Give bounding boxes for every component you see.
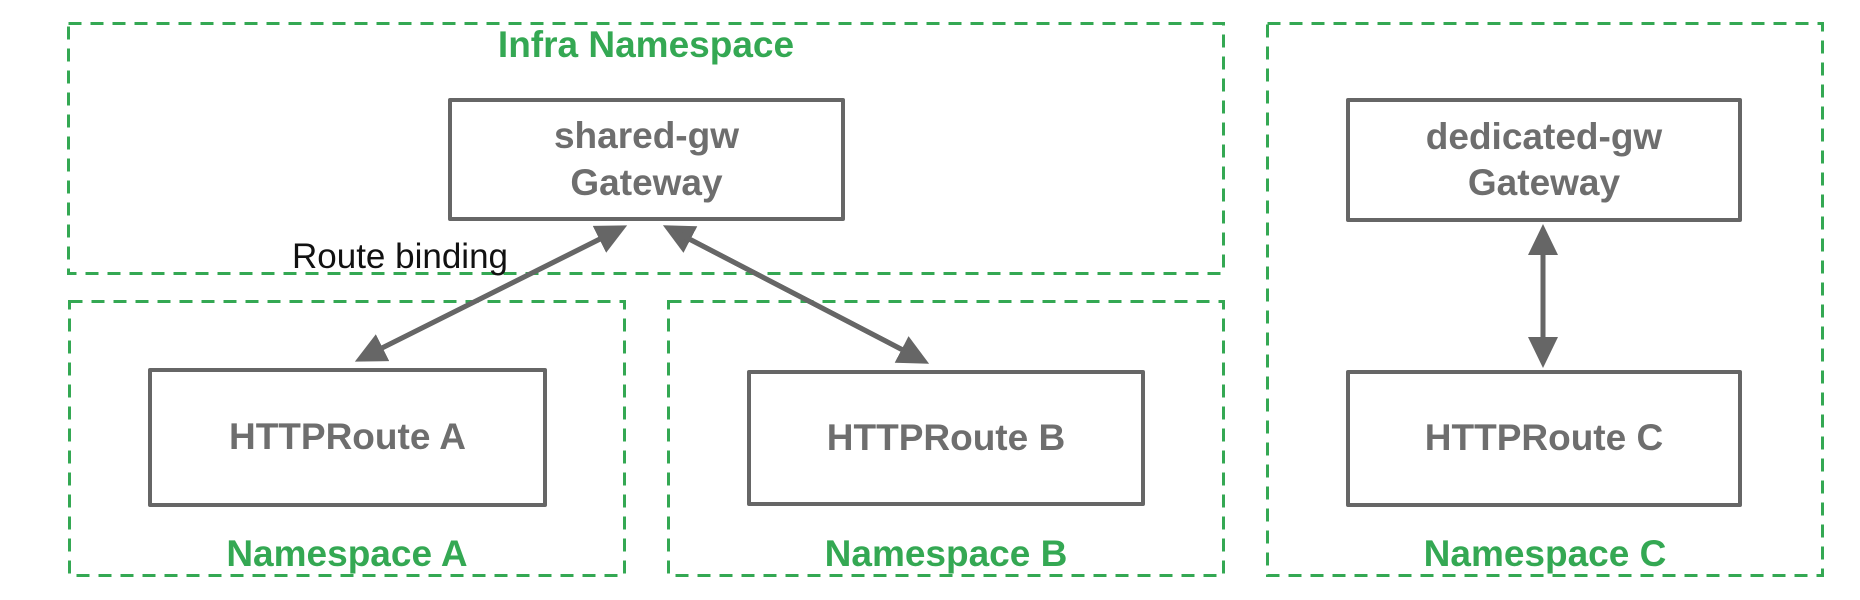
node-httproute-a: HTTPRoute A: [148, 368, 547, 507]
infra-namespace-title: Infra Namespace: [497, 24, 795, 65]
node-httproute-b-label: HTTPRoute B: [826, 416, 1066, 458]
node-httproute-c-label: HTTPRoute C: [1424, 417, 1664, 459]
namespace-c-label: Namespace C: [1423, 533, 1667, 574]
route-binding-annotation: Route binding: [292, 237, 508, 276]
namespace-a-label: Namespace A: [226, 533, 468, 574]
node-dedicated-gw-name: dedicated-gw: [1425, 115, 1663, 157]
namespace-b-boundary: [667, 300, 1225, 577]
node-httproute-a-label: HTTPRoute A: [228, 416, 467, 458]
node-httproute-b: HTTPRoute B: [747, 370, 1145, 506]
namespace-a-boundary: [68, 300, 626, 577]
node-shared-gw-kind: Gateway: [570, 161, 723, 203]
node-dedicated-gw-kind: Gateway: [1467, 162, 1621, 203]
node-shared-gw-label: shared-gw Gateway: [554, 113, 739, 206]
node-shared-gw-name: shared-gw: [553, 115, 740, 157]
infra-namespace-boundary: [67, 22, 1225, 275]
arrow-shared-gw-to-route-b: [668, 226, 930, 364]
route-binding-arrows: [354, 223, 1558, 369]
namespace-c-boundary: [1266, 22, 1824, 577]
arrow-shared-gw-to-route-a: [354, 226, 622, 362]
namespace-b-label: Namespace B: [824, 533, 1068, 574]
node-dedicated-gw-label: dedicated-gw Gateway: [1426, 114, 1662, 207]
node-dedicated-gw-gateway: dedicated-gw Gateway: [1346, 98, 1742, 222]
node-httproute-c: HTTPRoute C: [1346, 370, 1742, 507]
node-shared-gw-gateway: shared-gw Gateway: [448, 98, 845, 221]
